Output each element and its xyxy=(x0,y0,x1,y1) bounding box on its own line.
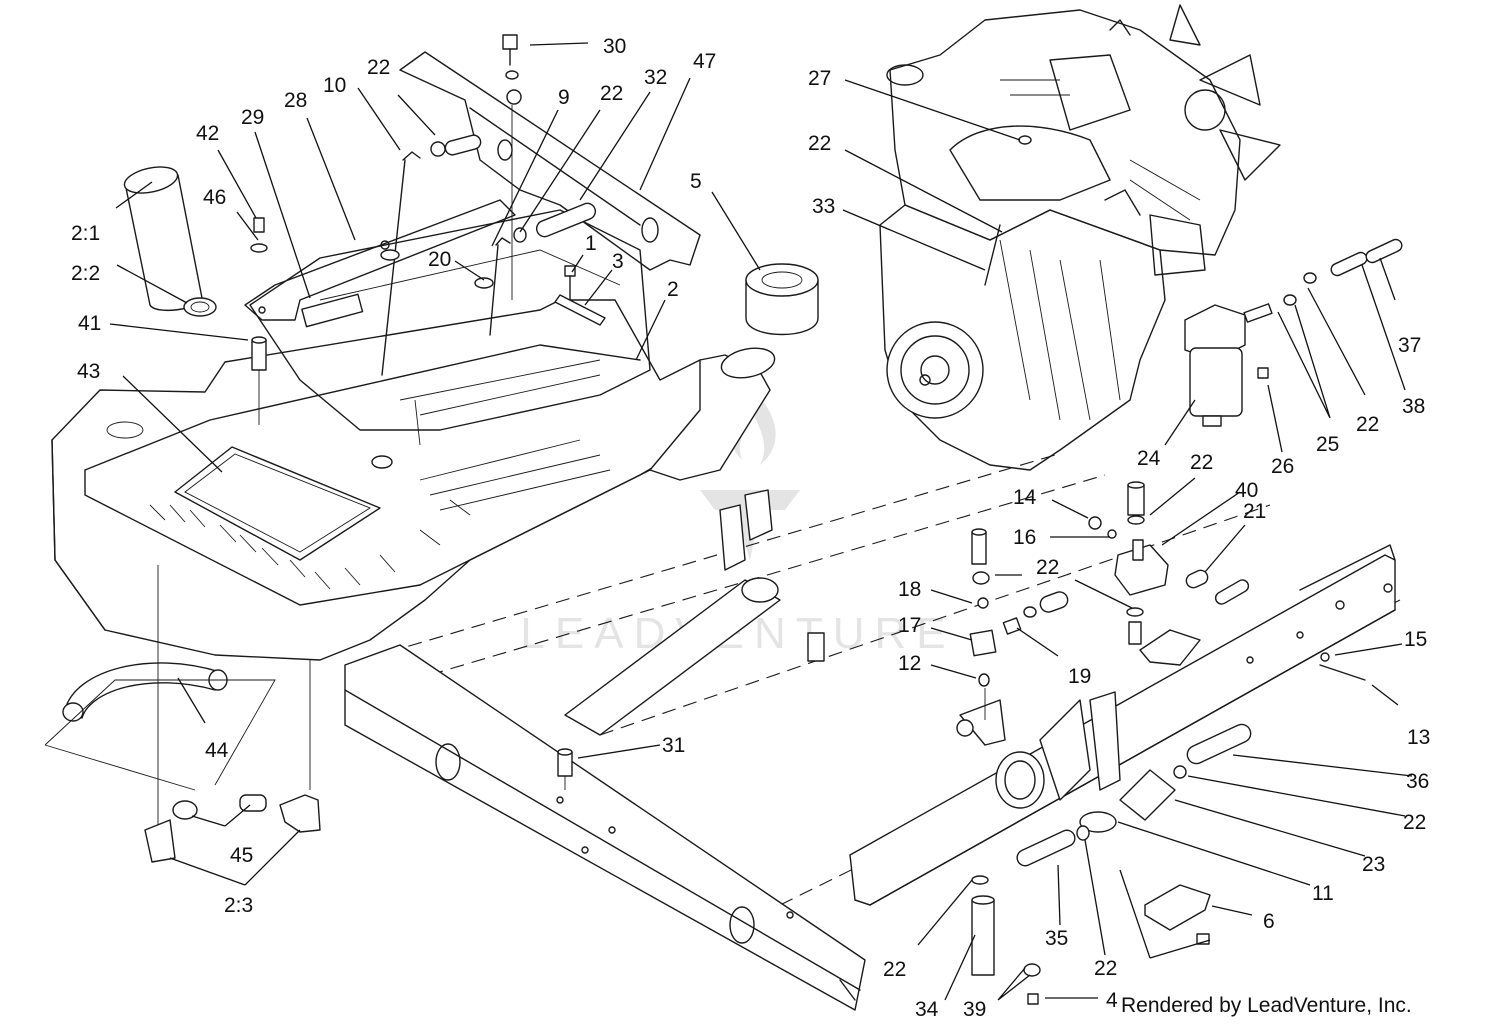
label-22: 22 xyxy=(808,132,831,155)
label-42: 42 xyxy=(196,122,219,145)
label-9: 9 xyxy=(558,86,570,109)
label-43: 43 xyxy=(77,360,100,383)
label-26: 26 xyxy=(1271,455,1294,478)
label-22: 22 xyxy=(1403,811,1426,834)
label-25: 25 xyxy=(1316,433,1339,456)
label-46: 46 xyxy=(203,186,226,209)
label-22: 22 xyxy=(1190,451,1213,474)
part-labels: 30 47 32 22 9 22 10 28 29 42 46 2:1 2:2 … xyxy=(71,35,1430,1021)
label-35: 35 xyxy=(1045,927,1068,950)
frame-right-rail xyxy=(849,544,1396,1005)
label-2-3: 2:3 xyxy=(224,894,253,917)
label-18: 18 xyxy=(898,578,921,601)
hardware-left xyxy=(250,34,606,446)
label-33: 33 xyxy=(812,195,835,218)
label-45: 45 xyxy=(230,844,253,867)
hose-assembly xyxy=(44,565,321,863)
label-15: 15 xyxy=(1404,628,1427,651)
label-2-2: 2:2 xyxy=(71,262,100,285)
label-31: 31 xyxy=(662,734,685,757)
label-6: 6 xyxy=(1263,910,1275,933)
label-30: 30 xyxy=(603,35,626,58)
label-22: 22 xyxy=(1094,957,1117,980)
credit-text: Rendered by LeadVenture, Inc. xyxy=(1121,994,1412,1017)
label-28: 28 xyxy=(284,89,307,112)
engine xyxy=(879,4,1403,471)
label-38: 38 xyxy=(1402,395,1425,418)
exhaust-pipe xyxy=(649,263,819,481)
rear-fender xyxy=(249,51,701,431)
seat-bracket xyxy=(244,199,516,328)
label-3: 3 xyxy=(612,250,624,273)
label-10: 10 xyxy=(323,74,346,97)
label-2: 2 xyxy=(667,278,679,301)
label-12: 12 xyxy=(898,652,921,675)
label-22: 22 xyxy=(1036,556,1059,579)
label-11: 11 xyxy=(1312,882,1334,905)
label-14: 14 xyxy=(1013,486,1037,509)
label-39: 39 xyxy=(963,998,986,1021)
label-23: 23 xyxy=(1362,853,1385,876)
label-41: 41 xyxy=(78,312,101,335)
label-47: 47 xyxy=(693,50,716,73)
label-22: 22 xyxy=(600,82,623,105)
label-5: 5 xyxy=(690,170,702,193)
label-17: 17 xyxy=(898,614,921,637)
label-29: 29 xyxy=(241,106,264,129)
label-4: 4 xyxy=(1106,989,1118,1012)
label-32: 32 xyxy=(644,66,667,89)
label-22: 22 xyxy=(1356,413,1379,436)
label-2-1: 2:1 xyxy=(71,222,100,245)
label-20: 20 xyxy=(428,248,451,271)
label-1: 1 xyxy=(585,232,597,255)
label-37: 37 xyxy=(1398,334,1421,357)
label-40: 40 xyxy=(1235,479,1258,502)
grab-handle xyxy=(123,166,217,317)
leader-lines xyxy=(109,42,1413,1001)
label-16: 16 xyxy=(1013,526,1036,549)
label-27: 27 xyxy=(808,67,831,90)
label-21: 21 xyxy=(1243,500,1266,523)
label-22: 22 xyxy=(883,958,906,981)
label-13: 13 xyxy=(1407,726,1430,749)
frame-left-rail xyxy=(344,489,1006,1011)
label-44: 44 xyxy=(205,739,229,762)
label-34: 34 xyxy=(915,998,939,1021)
hardware-center xyxy=(969,481,1250,720)
label-36: 36 xyxy=(1406,770,1429,793)
label-24: 24 xyxy=(1137,447,1161,470)
label-19: 19 xyxy=(1068,665,1091,688)
label-22: 22 xyxy=(367,56,390,79)
